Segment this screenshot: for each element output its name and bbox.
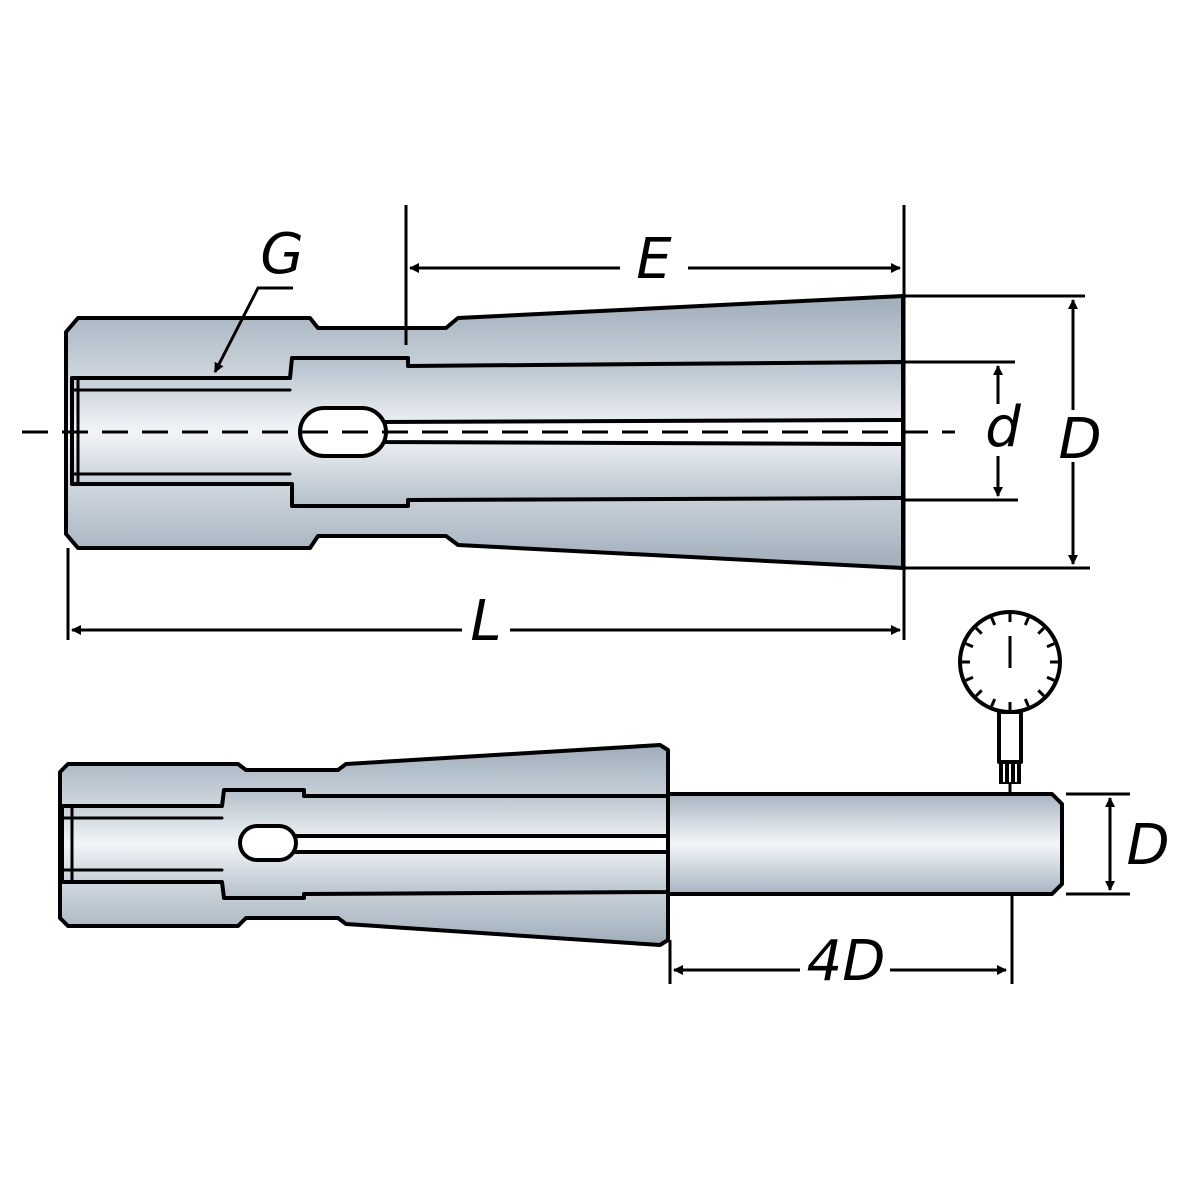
slit-lower bbox=[288, 834, 670, 854]
dial-tick bbox=[1037, 627, 1045, 635]
test-bar bbox=[666, 792, 1064, 896]
dial-tick bbox=[965, 675, 974, 682]
label-l: L bbox=[470, 589, 501, 654]
collet-runout-view: 4D D bbox=[58, 610, 1170, 994]
dial-tick bbox=[1037, 689, 1045, 697]
label-d-bar: D bbox=[1126, 813, 1169, 878]
dial-tick bbox=[1023, 617, 1030, 626]
dial-tick bbox=[1046, 642, 1055, 649]
g-leader bbox=[213, 286, 293, 373]
label-bore: d bbox=[985, 395, 1021, 460]
dial-tick bbox=[965, 642, 974, 649]
label-d-outer: D bbox=[1058, 407, 1101, 472]
dial-tick bbox=[990, 617, 997, 626]
slot-end-lower bbox=[238, 824, 298, 862]
dial-indicator-icon bbox=[958, 610, 1062, 794]
dial-tick bbox=[1023, 698, 1030, 707]
dial-tick bbox=[990, 698, 997, 707]
collet-top-view: E L D d G bbox=[22, 205, 1102, 654]
label-e: E bbox=[636, 227, 672, 292]
dial-tick bbox=[975, 689, 983, 697]
label-g: G bbox=[260, 222, 303, 287]
label-4d: 4D bbox=[807, 929, 886, 994]
dial-tick bbox=[1046, 675, 1055, 682]
dial-tick bbox=[975, 627, 983, 635]
